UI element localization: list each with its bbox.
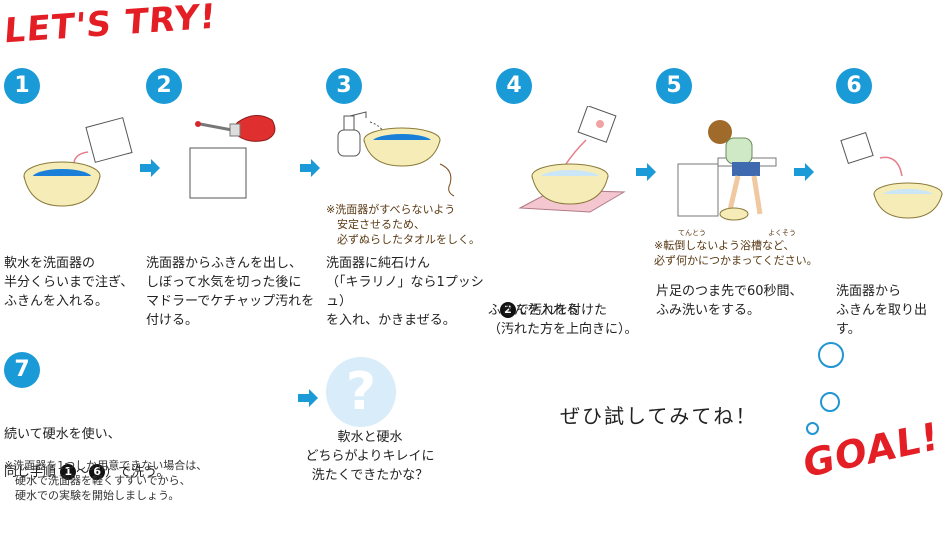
towel-icon bbox=[85, 117, 133, 163]
step-6-illustration bbox=[840, 131, 943, 219]
step-3-illustration bbox=[337, 111, 455, 197]
circled-number: 2 bbox=[500, 302, 516, 318]
step-2-illustration bbox=[189, 115, 276, 199]
basin-icon bbox=[873, 182, 943, 219]
bubble-icon bbox=[806, 422, 819, 435]
step-7-note: ※洗面器を1つしか用意できない場合は、 硬水で洗面器を軽くすすいでから、 硬水で… bbox=[4, 459, 208, 502]
step-5-text: 片足のつま先で60秒間、 ふみ洗いをする。 bbox=[656, 284, 803, 318]
step-7-text: 続いて硬水を使い、 同じ手順 1～6）で洗う。 bbox=[4, 427, 170, 480]
try-message: ぜひ試してみてね！ bbox=[560, 404, 758, 428]
question-text: 軟水と硬水 どちらがよりキレイに 洗たくできたかな？ bbox=[305, 430, 435, 483]
step-4-illustration bbox=[518, 106, 626, 213]
arrow-right-icon bbox=[298, 389, 318, 407]
step-4-text-continued: ふきんを入れる （汚れた方を上向きに）。 bbox=[488, 303, 638, 337]
ruby-yokusou: よくそう bbox=[768, 229, 796, 237]
arrow-right-icon bbox=[636, 163, 656, 181]
step-6-text: 洗面器から ふきんを取り出す。 bbox=[836, 284, 928, 337]
step-4-number: 4 bbox=[496, 68, 532, 104]
question-mark-icon: ? bbox=[345, 362, 377, 422]
muddler-icon bbox=[195, 121, 233, 132]
bubble-icon bbox=[818, 342, 844, 368]
step-7-number: 7 bbox=[4, 352, 40, 388]
step-3-text: 洗面器に純石けん （「キラリノ」なら1プッシュ） を入れ、かきまぜる。 bbox=[326, 256, 484, 328]
basin-icon bbox=[531, 163, 609, 205]
step-5-number: 5 bbox=[656, 68, 692, 104]
step-3-note: ※洗面器がすべらないよう 安定させるため、 必ずぬらしたタオルをしく。 bbox=[326, 203, 480, 246]
basin-icon bbox=[363, 127, 441, 167]
step-3-number: 3 bbox=[326, 68, 362, 104]
step-5-note: ※転倒しないよう浴槽など、 必ず何かにつかまってください。 bbox=[654, 239, 818, 267]
step-2-number: 2 bbox=[146, 68, 182, 104]
step-5-illustration bbox=[677, 120, 777, 221]
step-1-text: 軟水を洗面器の 半分くらいまで注ぎ、 ふきんを入れる。 bbox=[4, 256, 134, 309]
circled-number: 6 bbox=[89, 464, 106, 480]
towel-icon bbox=[577, 106, 617, 143]
goal-label: GOAL! bbox=[801, 413, 941, 487]
question-circle bbox=[326, 357, 396, 427]
step-6-number: 6 bbox=[836, 68, 872, 104]
ketchup-bottle-icon bbox=[229, 115, 276, 142]
soap-pump-icon bbox=[337, 111, 367, 157]
step-1-number: 1 bbox=[4, 68, 40, 104]
step-2-text: 洗面器からふきんを出し、 しぼって水気を切った後に マドラーでケチャップ汚れを … bbox=[146, 256, 315, 328]
bubble-icon bbox=[820, 392, 840, 412]
page-title: LET'S TRY! bbox=[2, 0, 218, 52]
arrow-right-icon bbox=[140, 159, 160, 177]
towel-icon bbox=[189, 147, 247, 199]
circled-number: 1 bbox=[60, 464, 77, 480]
arrow-right-icon bbox=[300, 159, 320, 177]
ruby-tentou: てんとう bbox=[678, 229, 706, 237]
arrow-right-icon bbox=[794, 163, 814, 181]
towel-icon bbox=[840, 131, 874, 165]
person-icon bbox=[708, 120, 763, 215]
basin-icon bbox=[23, 161, 101, 207]
step-1-illustration bbox=[23, 117, 133, 207]
